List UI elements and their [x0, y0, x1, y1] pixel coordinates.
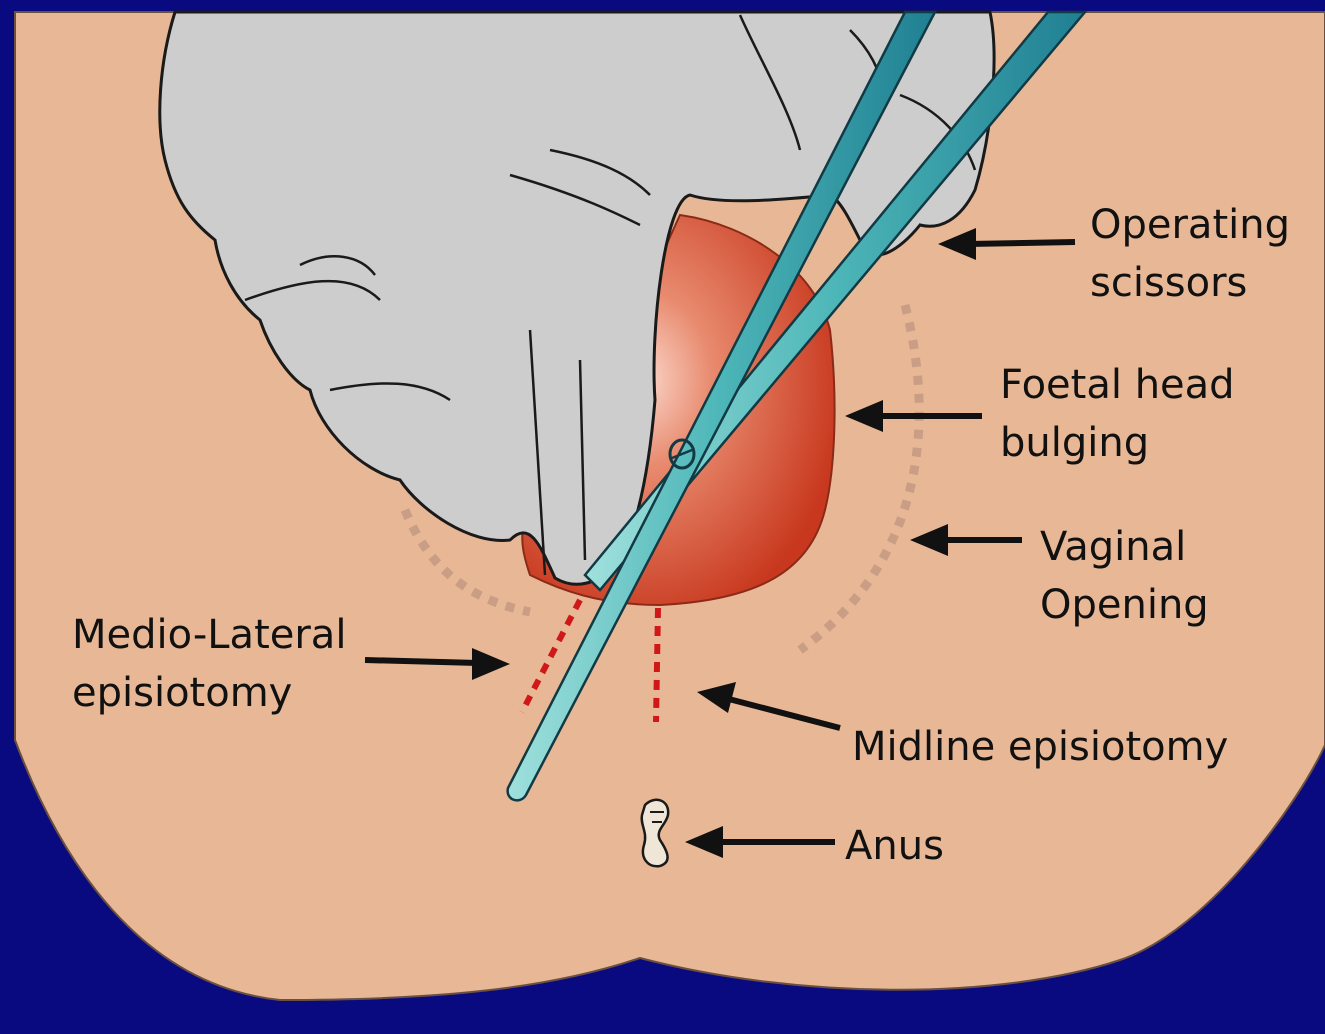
label-mediolateral-episiotomy: Medio-Lateral episiotomy — [72, 606, 346, 722]
label-vaginal-opening: Vaginal Opening — [1040, 518, 1209, 634]
label-anus: Anus — [845, 817, 944, 875]
label-foetal-head: Foetal head bulging — [1000, 356, 1235, 472]
label-operating-scissors: Operating scissors — [1090, 196, 1290, 312]
label-midline-episiotomy: Midline episiotomy — [852, 718, 1228, 776]
